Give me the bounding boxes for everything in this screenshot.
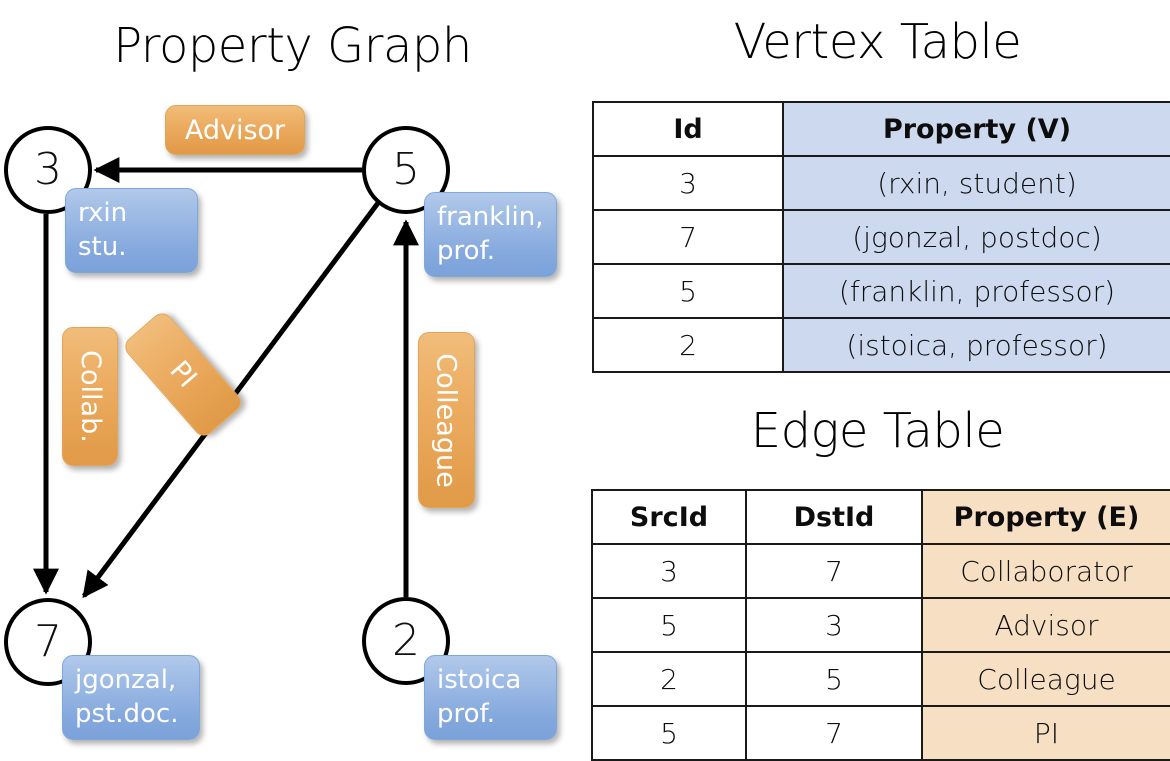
edge-cell-dstid: 7	[745, 543, 923, 599]
table-row: 2 (istoica, professor)	[592, 317, 1170, 373]
page-title-edge-table: Edge Table	[750, 403, 1005, 459]
table-row: 5 (franklin, professor)	[592, 263, 1170, 319]
vertex-property-line: prof.	[437, 698, 496, 729]
edge-cell-dstid: 5	[745, 651, 923, 707]
vertex-cell-property: (rxin, student)	[782, 155, 1170, 211]
edge-label-text: Advisor	[184, 114, 286, 146]
vertex-cell-id: 3	[592, 155, 784, 211]
edge-label-box-advisor: Advisor	[165, 105, 305, 155]
vertex-property-box-istoica: istoica prof.	[424, 655, 557, 740]
vertex-property-line: pst.doc.	[75, 698, 179, 729]
table-row: 7 (jgonzal, postdoc)	[592, 209, 1170, 265]
edge-cell-srcid: 5	[591, 597, 747, 653]
table-row: 3 (rxin, student)	[592, 155, 1170, 211]
edge-label-text: Colleague	[431, 352, 462, 488]
edge-cell-property: PI	[921, 705, 1170, 761]
vertex-property-line: jgonzal,	[75, 664, 177, 695]
table-row: 5 3 Advisor	[591, 597, 1170, 653]
edge-cell-srcid: 3	[591, 543, 747, 599]
vertex-cell-id: 2	[592, 317, 784, 373]
vertex-cell-id: 7	[592, 209, 784, 265]
edge-label-text: PI	[163, 355, 203, 394]
graph-node-2[interactable]: 2	[362, 597, 450, 685]
property-graph-diagram: 3 5 7 2 rxin stu. franklin, prof. jgonza…	[0, 0, 585, 760]
graph-node-5[interactable]: 5	[362, 126, 450, 214]
edge-cell-srcid: 2	[591, 651, 747, 707]
vertex-property-line: prof.	[437, 235, 496, 266]
vertex-cell-id: 5	[592, 263, 784, 319]
edge-label-text: Collab.	[74, 350, 106, 443]
edge-label-box-colleague: Colleague	[418, 332, 475, 508]
vertex-property-box-jgonzal: jgonzal, pst.doc.	[62, 655, 200, 740]
edge-cell-dstid: 3	[745, 597, 923, 653]
vertex-cell-property: (istoica, professor)	[782, 317, 1170, 373]
vertex-property-line: istoica	[437, 664, 522, 695]
edge-cell-dstid: 7	[745, 705, 923, 761]
edge-table: SrcId DstId Property (E) 3 7 Collaborato…	[591, 489, 1170, 761]
vertex-header-id: Id	[592, 101, 784, 157]
edge-cell-property: Collaborator	[921, 543, 1170, 599]
edge-header-dstid: DstId	[745, 489, 923, 545]
vertex-cell-property: (franklin, professor)	[782, 263, 1170, 319]
edge-header-property: Property (E)	[921, 489, 1170, 545]
edge-cell-srcid: 5	[591, 705, 747, 761]
table-row: 2 5 Colleague	[591, 651, 1170, 707]
table-header-row: SrcId DstId Property (E)	[591, 489, 1170, 545]
vertex-property-box-franklin: franklin, prof.	[424, 192, 557, 277]
page-title-vertex-table: Vertex Table	[733, 14, 1022, 70]
table-header-row: Id Property (V)	[592, 101, 1170, 157]
edge-cell-property: Colleague	[921, 651, 1170, 707]
vertex-table: Id Property (V) 3 (rxin, student) 7 (jgo…	[592, 101, 1170, 373]
table-row: 5 7 PI	[591, 705, 1170, 761]
vertex-property-line: stu.	[78, 231, 127, 262]
page-title-property-graph: Property Graph	[113, 18, 472, 74]
edge-header-srcid: SrcId	[591, 489, 747, 545]
vertex-property-box-rxin: rxin stu.	[65, 188, 198, 273]
edge-cell-property: Advisor	[921, 597, 1170, 653]
table-row: 3 7 Collaborator	[591, 543, 1170, 599]
edge-label-box-collaborator: Collab.	[62, 327, 118, 466]
vertex-property-line: rxin	[78, 197, 128, 228]
vertex-header-property: Property (V)	[782, 101, 1170, 157]
vertex-property-line: franklin,	[437, 201, 544, 232]
vertex-cell-property: (jgonzal, postdoc)	[782, 209, 1170, 265]
